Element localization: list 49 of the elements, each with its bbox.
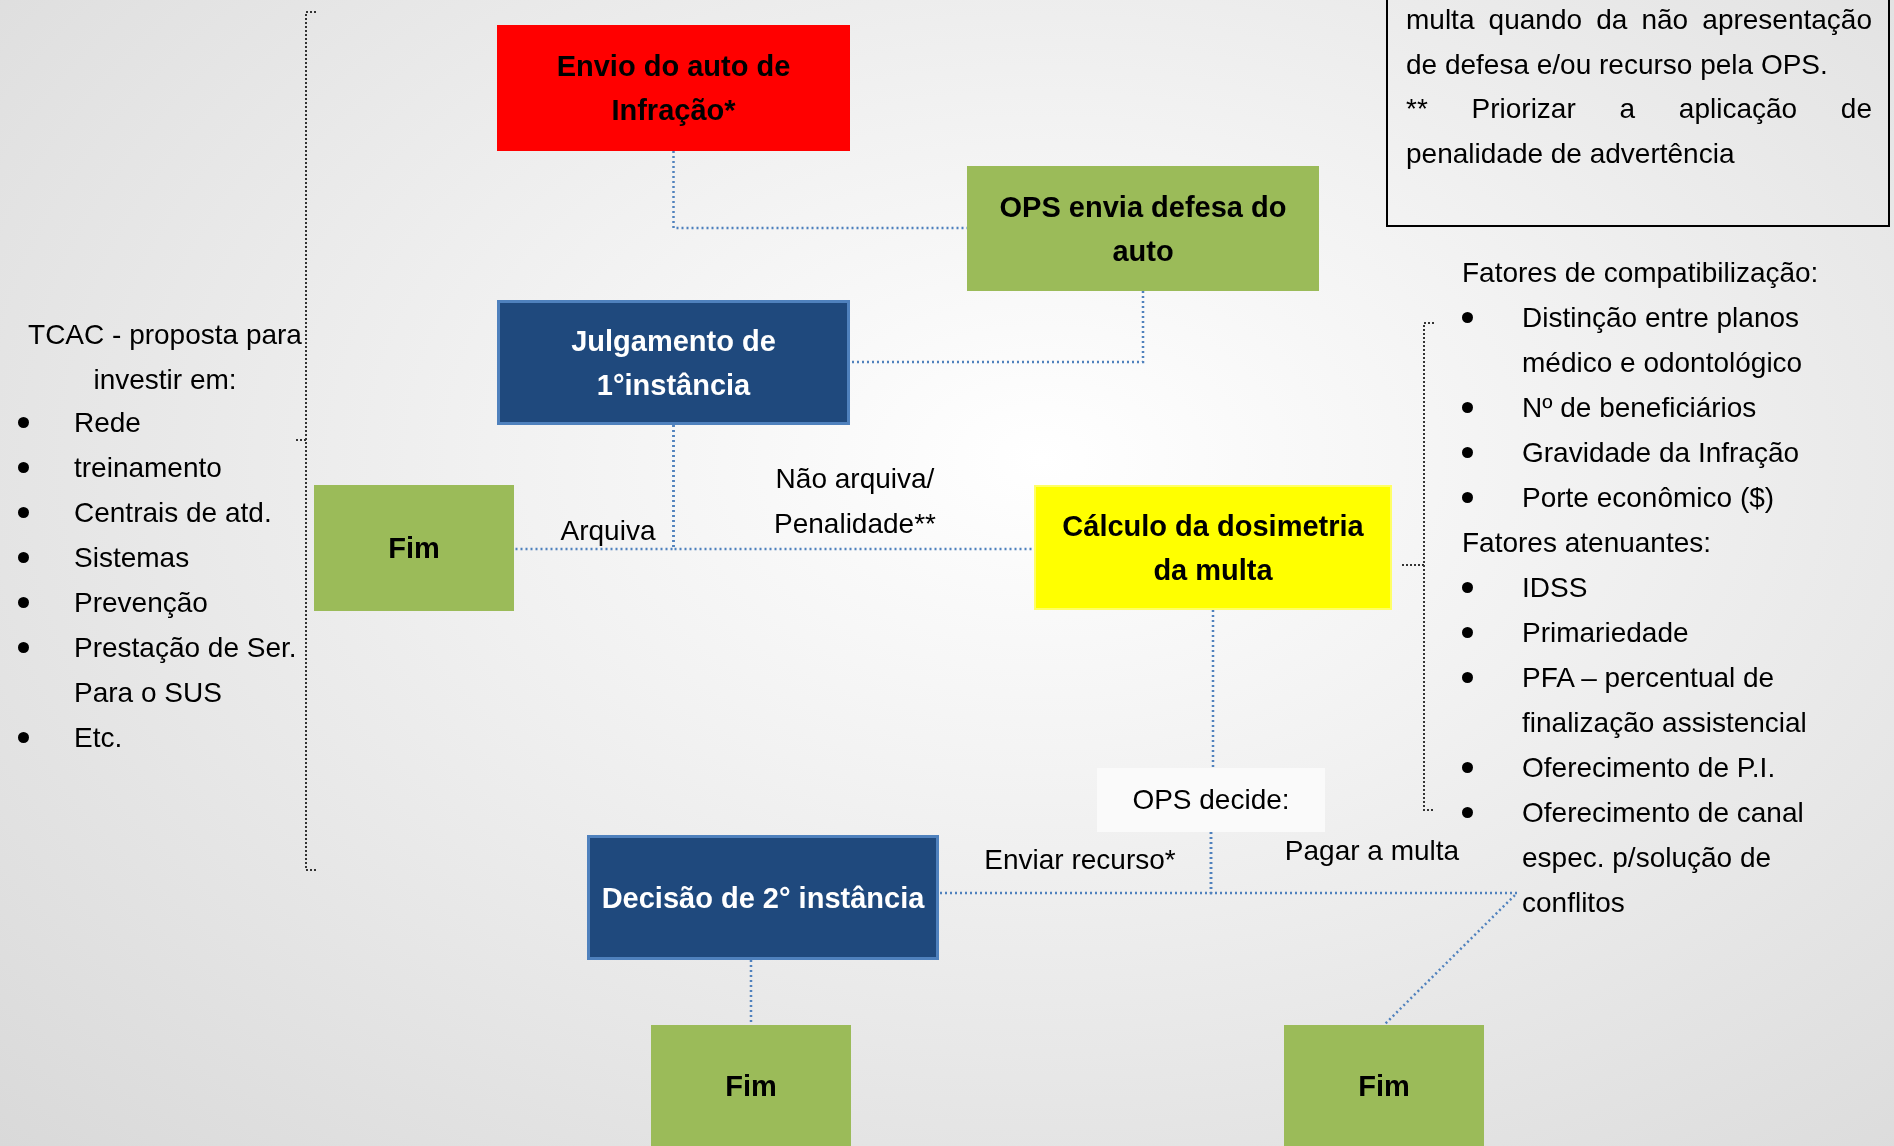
list-item: Centrais de atd. — [74, 496, 273, 530]
node-label: Fim — [724, 1068, 778, 1104]
note-text: ** Priorizar a aplicação de penalidade de advertência — [1406, 92, 1872, 171]
process-box — [967, 166, 1319, 291]
list-item: Primariedade — [1522, 616, 1690, 650]
node-label: Decisão de 2° instância — [600, 880, 926, 916]
node-label: Fim — [387, 531, 441, 566]
list-item: Rede — [74, 406, 142, 440]
list-item: Sistemas — [74, 541, 191, 575]
process-box — [1284, 1025, 1484, 1146]
node-label: OPS decide: — [1131, 783, 1291, 817]
list-item: IDSS — [1522, 571, 1589, 605]
connector-line — [749, 960, 753, 1025]
list-item: Oferecimento de P.I. — [1522, 751, 1777, 785]
note-text: multa quando da não apresentação de defesa e/ou recurso pela OPS. — [1406, 3, 1872, 82]
connector-line — [672, 425, 1034, 551]
list-item: Gravidade da Infração — [1522, 436, 1801, 470]
decision-box — [587, 835, 939, 960]
decision-box — [497, 300, 850, 425]
note-box — [1386, 0, 1890, 227]
list-item: Distinção entre planos médico e odontológico — [1522, 301, 1804, 380]
edge-label: Arquiva — [559, 514, 657, 548]
list-item: Nº de beneficiários — [1522, 391, 1758, 425]
list-heading: TCAC - proposta para investir em: — [27, 318, 303, 397]
edge-label: Enviar recurso* — [983, 843, 1177, 877]
list-item: Porte econômico ($) — [1522, 481, 1776, 515]
decision-label-box — [1097, 768, 1325, 832]
connector-line — [1211, 610, 1215, 768]
process-box — [314, 485, 514, 611]
node-label: Julgamento de 1°instância — [570, 323, 777, 403]
edge-label: Pagar a multa — [1283, 834, 1461, 868]
list-item: treinamento — [74, 451, 223, 485]
list-item: Prestação de Ser. Para o SUS — [74, 631, 298, 710]
process-box — [497, 25, 850, 151]
list-item: Prevenção — [74, 586, 209, 620]
connector-line — [672, 151, 967, 230]
node-label: OPS envia defesa do auto — [998, 189, 1288, 269]
list-item: Oferecimento de canal espec. p/solução de conflitos — [1522, 796, 1805, 920]
node-label: Fim — [1357, 1068, 1411, 1104]
node-label: Cálculo da dosimetria da multa — [1061, 508, 1365, 588]
edge-label: Não arquiva/ Penalidade** — [773, 462, 937, 541]
list-item: Etc. — [74, 721, 124, 755]
process-box — [651, 1025, 851, 1146]
connector-line — [850, 291, 1145, 364]
node-label: Envio do auto de Infração* — [555, 49, 792, 128]
list-heading: Fatores atenuantes: — [1462, 526, 1713, 560]
calculation-box — [1034, 485, 1392, 610]
list-item: PFA – percentual de finalização assistencial — [1522, 661, 1808, 740]
list-heading: Fatores de compatibilização: — [1462, 256, 1820, 290]
